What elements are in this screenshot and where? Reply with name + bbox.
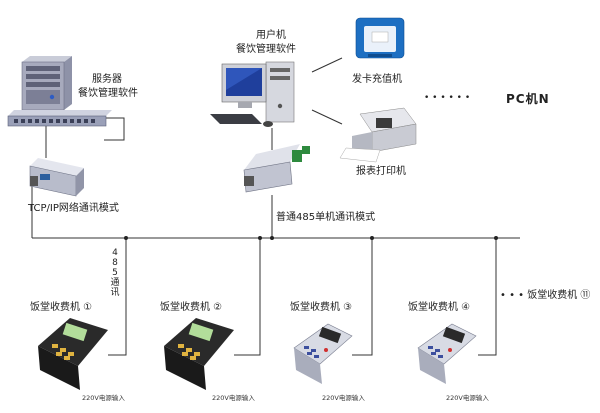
drop-terminal-1 <box>108 238 127 356</box>
pc-n-dots: • • • • • • <box>424 93 471 103</box>
terminal-3-icon <box>293 323 353 384</box>
drop-terminal-4 <box>478 238 497 356</box>
server-subtitle: 餐饮管理软件 <box>78 88 138 99</box>
terminal-1-icon <box>38 318 108 390</box>
terminal-2-label: 饭堂收费机 ② <box>160 302 223 313</box>
terminal-3-power: 220V电源输入 <box>322 394 365 402</box>
bus-junctions <box>124 236 498 240</box>
rs485-converter-icon <box>243 144 310 193</box>
printer-icon <box>339 107 417 163</box>
card-machine-label: 发卡充值机 <box>352 74 402 85</box>
drop-terminal-3 <box>352 238 373 356</box>
terminal-1-power: 220V电源输入 <box>82 394 125 402</box>
terminal-4-icon <box>417 323 477 384</box>
pc-n-label: PC机N <box>506 92 550 106</box>
server-tower-icon <box>21 56 72 111</box>
tcpip-converter-icon <box>29 158 84 197</box>
rs485-vertical-label: 485通讯 <box>110 248 120 298</box>
pc-to-card-line <box>311 57 343 73</box>
terminal-n-label: • • • 饭堂收费机 ⑪ <box>500 290 591 301</box>
switch-to-right-line <box>104 117 125 141</box>
rs485-mode-label: 普通485单机通讯模式 <box>276 212 376 223</box>
drop-terminal-2 <box>234 238 261 356</box>
terminal-2-icon <box>164 318 234 390</box>
terminal-4-power: 220V电源输入 <box>446 394 489 402</box>
tcpip-label: TCP/IP网络通讯模式 <box>28 203 119 214</box>
pc-to-printer-line <box>311 109 343 125</box>
connection-lines <box>31 57 520 356</box>
terminal-2-power: 220V电源输入 <box>212 394 255 402</box>
user-computer-icon <box>210 61 295 127</box>
terminal-4-label: 饭堂收费机 ④ <box>408 302 471 313</box>
terminal-3-label: 饭堂收费机 ③ <box>290 302 353 313</box>
terminal-1-label: 饭堂收费机 ① <box>30 302 93 313</box>
server-title: 服务器 <box>92 74 122 85</box>
card-machine-icon <box>355 17 405 59</box>
user-pc-title: 用户机 <box>256 30 286 41</box>
user-pc-subtitle: 餐饮管理软件 <box>236 44 296 55</box>
printer-label: 报表打印机 <box>356 166 406 177</box>
network-switch-icon <box>7 110 112 127</box>
